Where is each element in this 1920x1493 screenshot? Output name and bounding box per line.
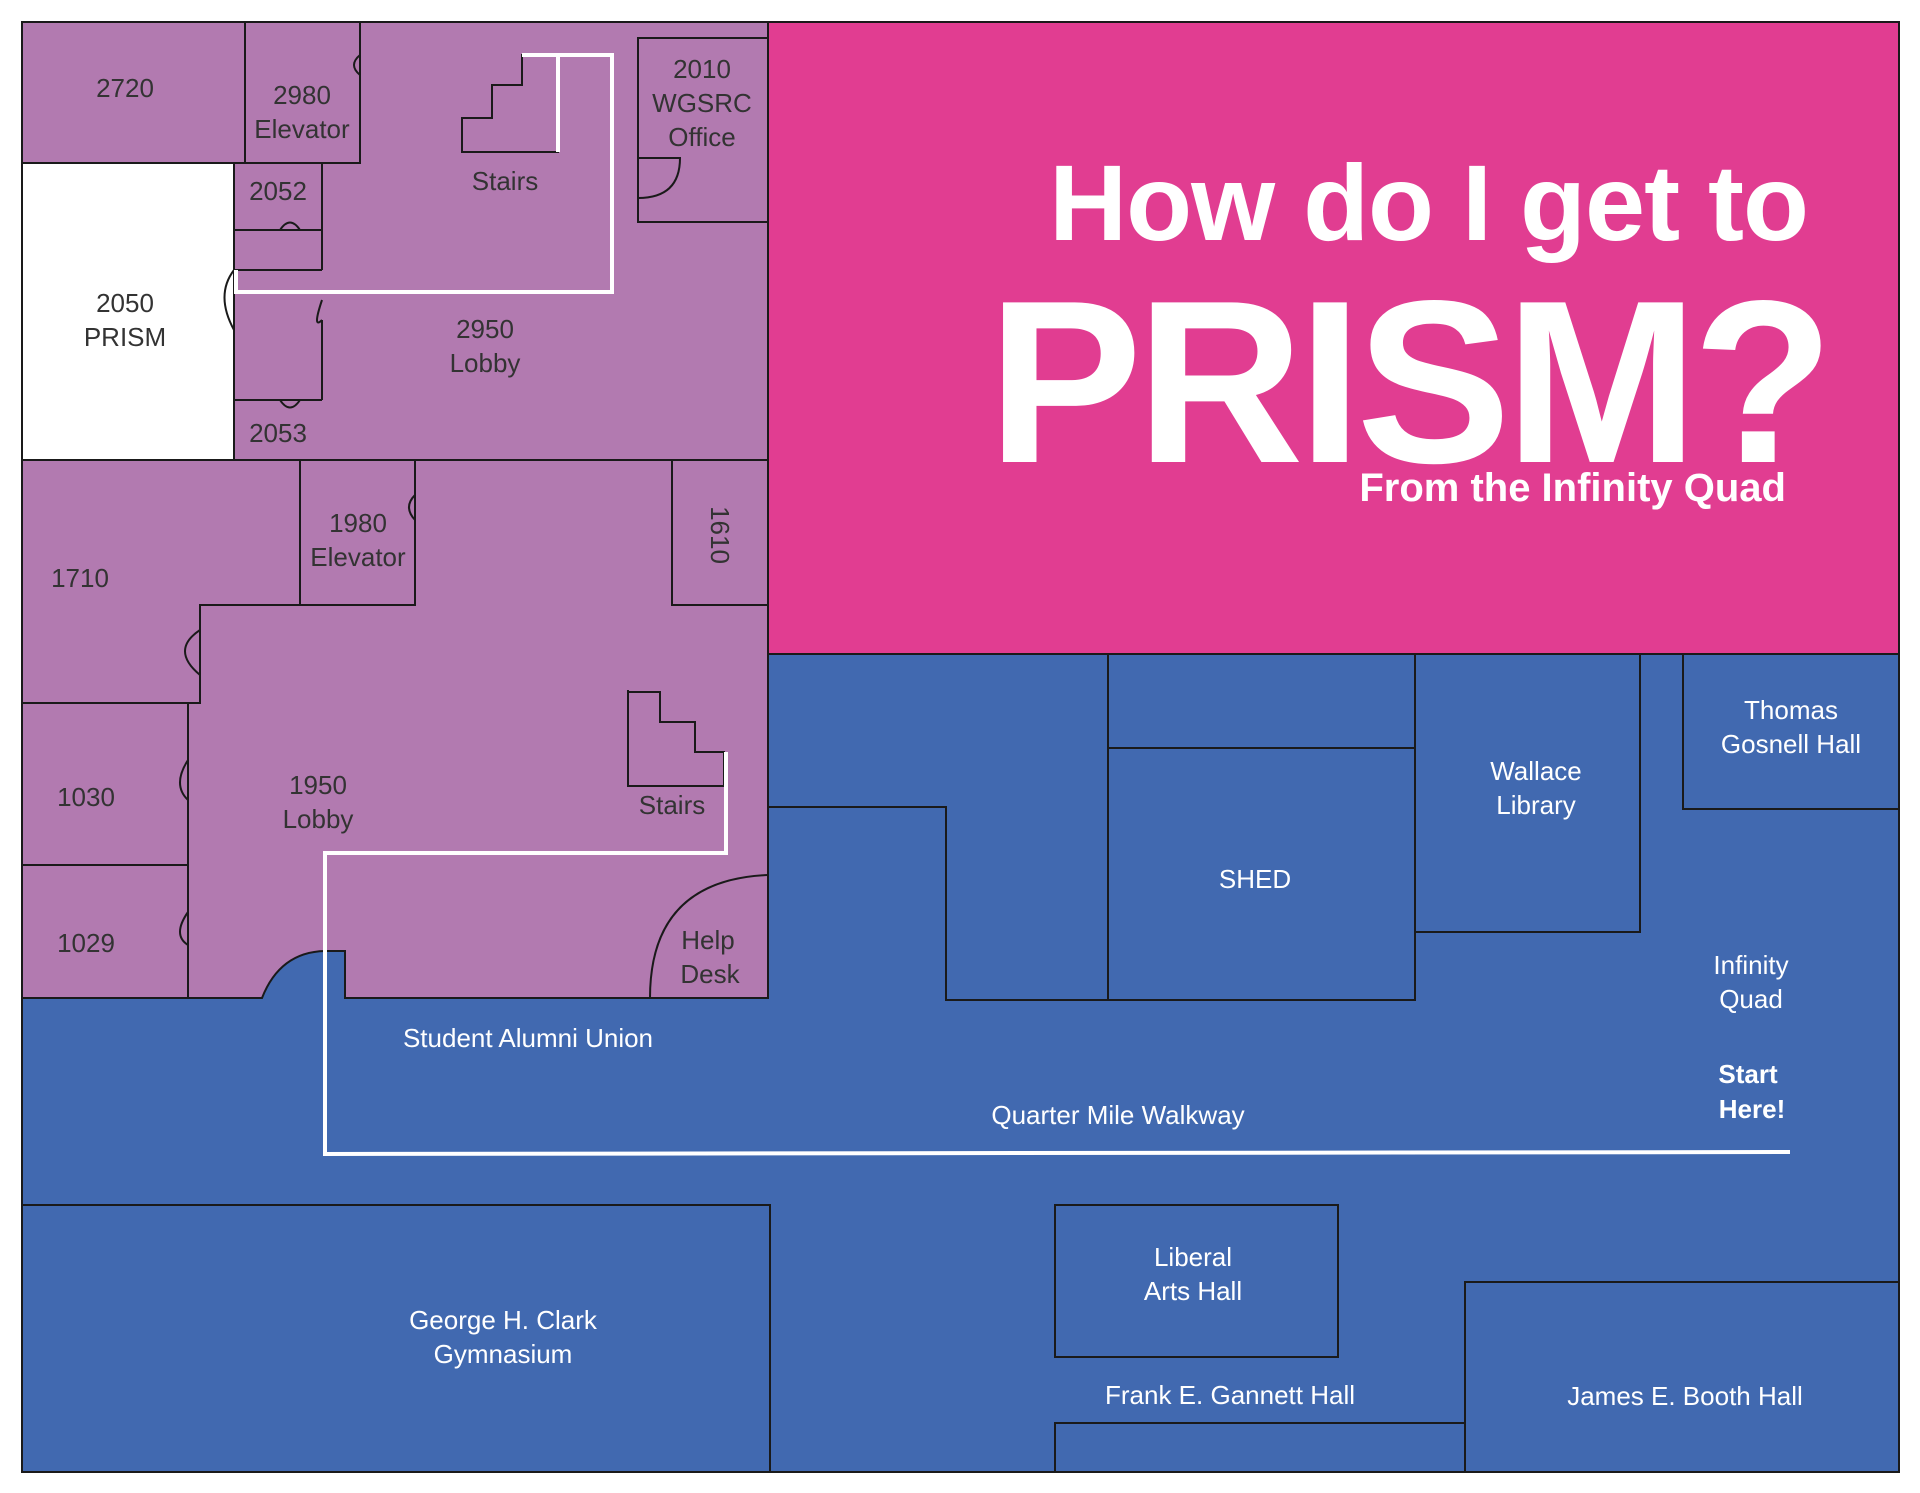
door [179,911,189,946]
label-quarter-mile: Quarter Mile Walkway [991,1100,1244,1130]
label-infinity: Infinity [1713,950,1788,980]
label-start: Start [1718,1059,1778,1089]
label-2980-name: Elevator [254,114,350,144]
door [184,629,201,676]
label-george-h-clark: George H. Clark [409,1305,598,1335]
label-2950-name: Lobby [450,348,521,378]
door [223,269,235,331]
label-2050-num: 2050 [96,288,154,318]
label-stairs-upper: Stairs [472,166,538,196]
title-panel [767,21,1900,655]
building-clark-gym [21,1204,771,1473]
room-2050-prism [21,162,235,461]
door [279,399,301,409]
room-2980-elevator [244,21,361,164]
room-2010-wgsrc [637,37,768,223]
label-2010-num: 2010 [673,54,731,84]
label-shed: SHED [1219,864,1291,894]
door [179,759,189,801]
title-line-1: How do I get to [1049,142,1809,263]
building-liberal-arts [1054,1204,1339,1358]
room-1980-elevator [299,459,416,606]
label-arts-hall: Arts Hall [1144,1276,1242,1306]
label-wallace: Wallace [1490,756,1582,786]
label-1950-num: 1950 [289,770,347,800]
room-1610 [671,459,769,606]
label-1710: 1710 [51,563,109,593]
stairs-lower [627,690,725,787]
building-booth [1464,1281,1899,1472]
door [353,54,361,76]
student-alumni-union-floorplan [21,21,769,999]
label-here: Here! [1719,1094,1785,1124]
room-1710 [22,459,301,704]
label-1950-name: Lobby [283,804,354,834]
label-gymnasium: Gymnasium [434,1339,573,1369]
door [637,157,682,199]
title-block: How do I get to PRISM? From the Infinity… [768,22,1898,654]
label-quad: Quad [1719,984,1783,1014]
door [279,221,301,231]
label-stairs-lower: Stairs [639,790,705,820]
label-1030: 1030 [57,782,115,812]
label-2720: 2720 [96,73,154,103]
label-2010-name: WGSRC [652,88,752,118]
label-2050-name: PRISM [84,322,166,352]
route-path [234,53,1791,1157]
building-thomas-gosnell [1682,653,1900,810]
label-desk: Desk [680,959,740,989]
help-desk [649,874,769,999]
label-2010-office: Office [668,122,735,152]
label-1980-name: Elevator [310,542,406,572]
room-labels: 2720 2980 Elevator 2010 WGSRC Office Sta… [51,54,752,989]
door [316,299,323,324]
campus-labels: Student Alumni Union Thomas Gosnell Hall… [403,695,1861,1411]
door [408,494,416,521]
label-booth: James E. Booth Hall [1567,1381,1803,1411]
title-line-2: PRISM? [987,253,1834,512]
label-help: Help [681,925,734,955]
label-1610: 1610 [705,506,735,564]
label-liberal: Liberal [1154,1242,1232,1272]
title-subtitle: From the Infinity Quad [1359,466,1786,510]
label-gannett: Frank E. Gannett Hall [1105,1380,1355,1410]
label-student-alumni-union: Student Alumni Union [403,1023,653,1053]
label-2950-num: 2950 [456,314,514,344]
label-2980-num: 2980 [273,80,331,110]
campus-buildings [21,653,1900,1473]
label-1980-num: 1980 [329,508,387,538]
label-library: Library [1496,790,1575,820]
label-2053: 2053 [249,418,307,448]
label-gosnell-hall: Gosnell Hall [1721,729,1861,759]
building-shed [1107,747,1416,1001]
label-1029: 1029 [57,928,115,958]
label-thomas: Thomas [1744,695,1838,725]
label-2052: 2052 [249,176,307,206]
